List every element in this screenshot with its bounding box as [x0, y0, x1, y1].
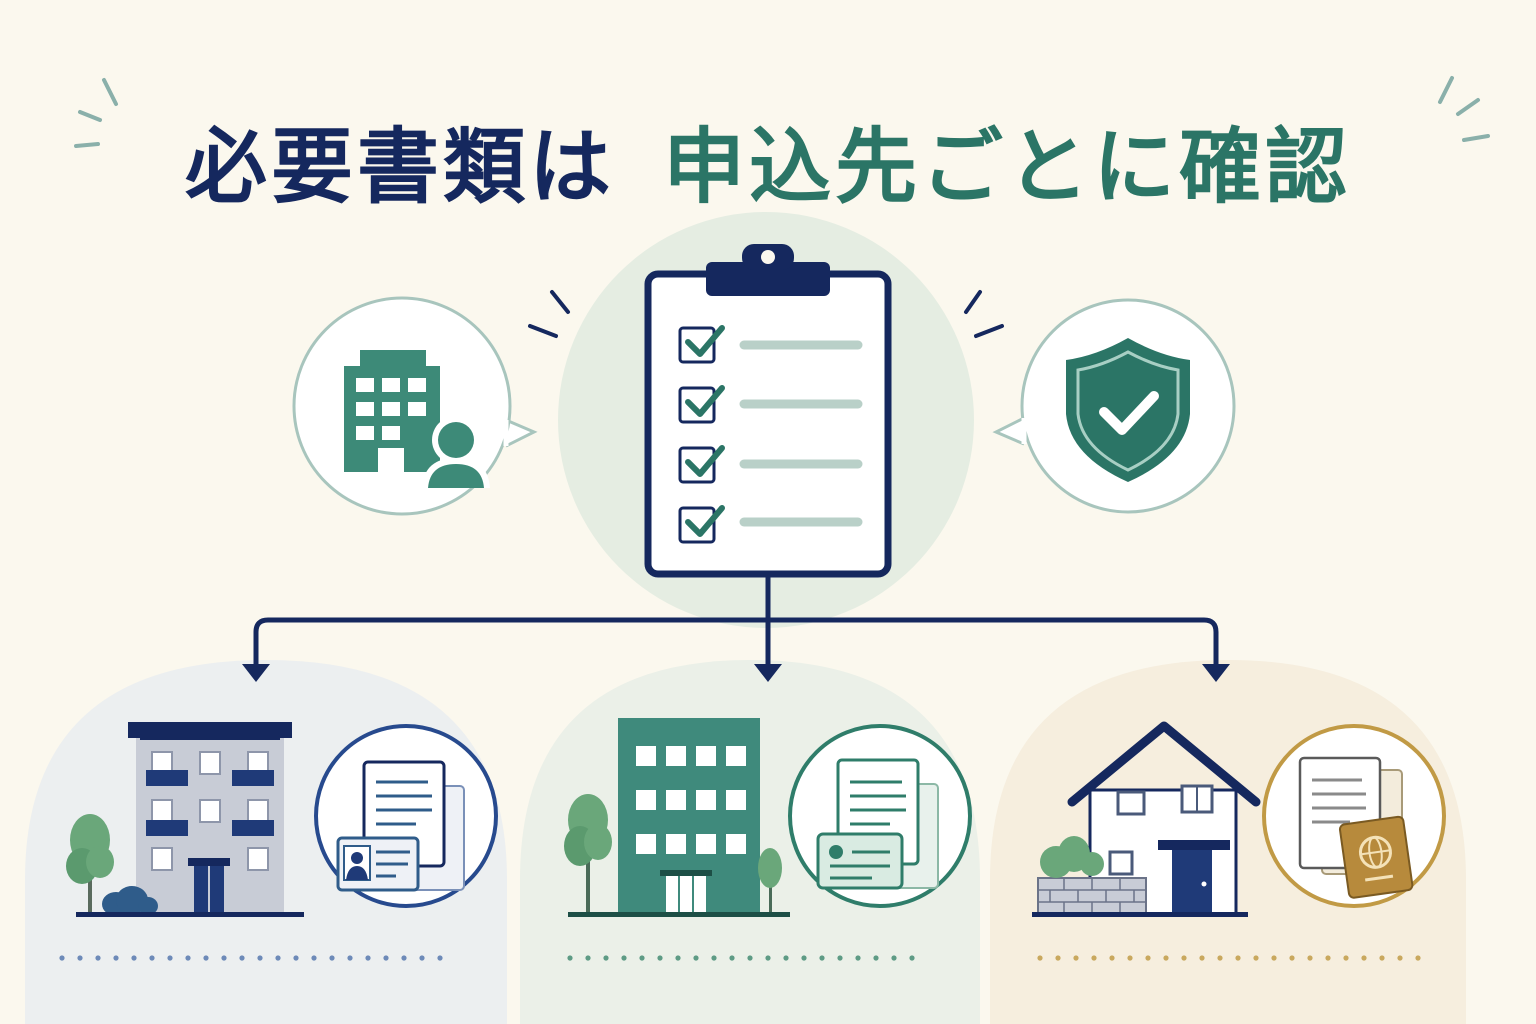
dot — [585, 955, 591, 961]
dot — [293, 955, 299, 961]
sparkle-clipboard-left-icon — [528, 290, 570, 338]
clipboard-checklist-icon — [644, 244, 892, 578]
dot — [729, 955, 735, 961]
dot — [1361, 955, 1367, 961]
office-building-person-icon — [344, 350, 490, 488]
dot — [855, 955, 861, 961]
dot — [1091, 955, 1097, 961]
dot — [1397, 955, 1403, 961]
sparkle-clipboard-right-icon — [964, 290, 1004, 338]
tree-center-a-icon — [564, 794, 612, 914]
dot — [1379, 955, 1385, 961]
office-tower-icon — [618, 718, 760, 914]
dot — [675, 955, 681, 961]
dot — [1055, 955, 1061, 961]
dot — [1325, 955, 1331, 961]
dot — [167, 955, 173, 961]
dot — [765, 955, 771, 961]
dot — [131, 955, 137, 961]
dot — [603, 955, 609, 961]
tree-center-b-icon — [758, 848, 782, 914]
dot — [113, 955, 119, 961]
dot — [77, 955, 83, 961]
dot — [1199, 955, 1205, 961]
dot — [221, 955, 227, 961]
dot — [275, 955, 281, 961]
dot — [891, 955, 897, 961]
dot — [801, 955, 807, 961]
bush-right-icon — [1040, 836, 1104, 878]
dot — [783, 955, 789, 961]
dotted-line-center — [567, 955, 915, 961]
dot — [437, 955, 443, 961]
dot — [1415, 955, 1421, 961]
title-accent-text: 申込先ごとに確認 — [663, 120, 1352, 215]
sparkle-left-icon — [74, 78, 118, 148]
dotted-line-left — [59, 955, 443, 961]
page-title: 必要書類は申込先ごとに確認 — [0, 100, 1536, 219]
sparkle-right-icon — [1438, 76, 1490, 142]
dot — [747, 955, 753, 961]
dot — [95, 955, 101, 961]
dot — [59, 955, 65, 961]
dot — [1289, 955, 1295, 961]
dot — [1235, 955, 1241, 961]
branch-connectors — [253, 576, 1219, 668]
dot — [639, 955, 645, 961]
id-card-documents-icon — [314, 724, 498, 908]
dot — [311, 955, 317, 961]
dot — [401, 955, 407, 961]
dot — [1109, 955, 1115, 961]
bush-left-icon — [102, 886, 158, 916]
tree-left-a-icon — [66, 814, 114, 914]
ground-right — [1032, 912, 1248, 917]
dot — [837, 955, 843, 961]
dot — [239, 955, 245, 961]
dot — [365, 955, 371, 961]
dot — [1037, 955, 1043, 961]
dot — [657, 955, 663, 961]
dot — [1127, 955, 1133, 961]
title-main-text: 必要書類は — [184, 120, 615, 215]
dot — [711, 955, 717, 961]
dot — [567, 955, 573, 961]
dot — [203, 955, 209, 961]
dot — [1073, 955, 1079, 961]
dot — [819, 955, 825, 961]
passport-documents-icon — [1262, 724, 1446, 908]
dot — [1343, 955, 1349, 961]
dot — [909, 955, 915, 961]
dot — [383, 955, 389, 961]
dot — [1163, 955, 1169, 961]
dotted-line-right — [1037, 955, 1421, 961]
ground-center — [568, 912, 790, 917]
dot — [257, 955, 263, 961]
dot — [149, 955, 155, 961]
dot — [1271, 955, 1277, 961]
card-documents-icon — [788, 724, 972, 908]
dot — [873, 955, 879, 961]
dot — [1181, 955, 1187, 961]
apartment-building-icon — [128, 722, 292, 914]
stone-wall — [1037, 877, 1147, 915]
dot — [1307, 955, 1313, 961]
dot — [419, 955, 425, 961]
ground-left — [76, 912, 304, 917]
dot — [693, 955, 699, 961]
dot — [1253, 955, 1259, 961]
dot — [621, 955, 627, 961]
dot — [347, 955, 353, 961]
shield-check-icon — [1066, 338, 1190, 482]
dot — [185, 955, 191, 961]
dot — [1217, 955, 1223, 961]
office-person-bubble — [292, 296, 538, 516]
dot — [1145, 955, 1151, 961]
shield-bubble — [992, 298, 1236, 514]
dot — [329, 955, 335, 961]
branch-arrowheads — [242, 664, 1230, 682]
